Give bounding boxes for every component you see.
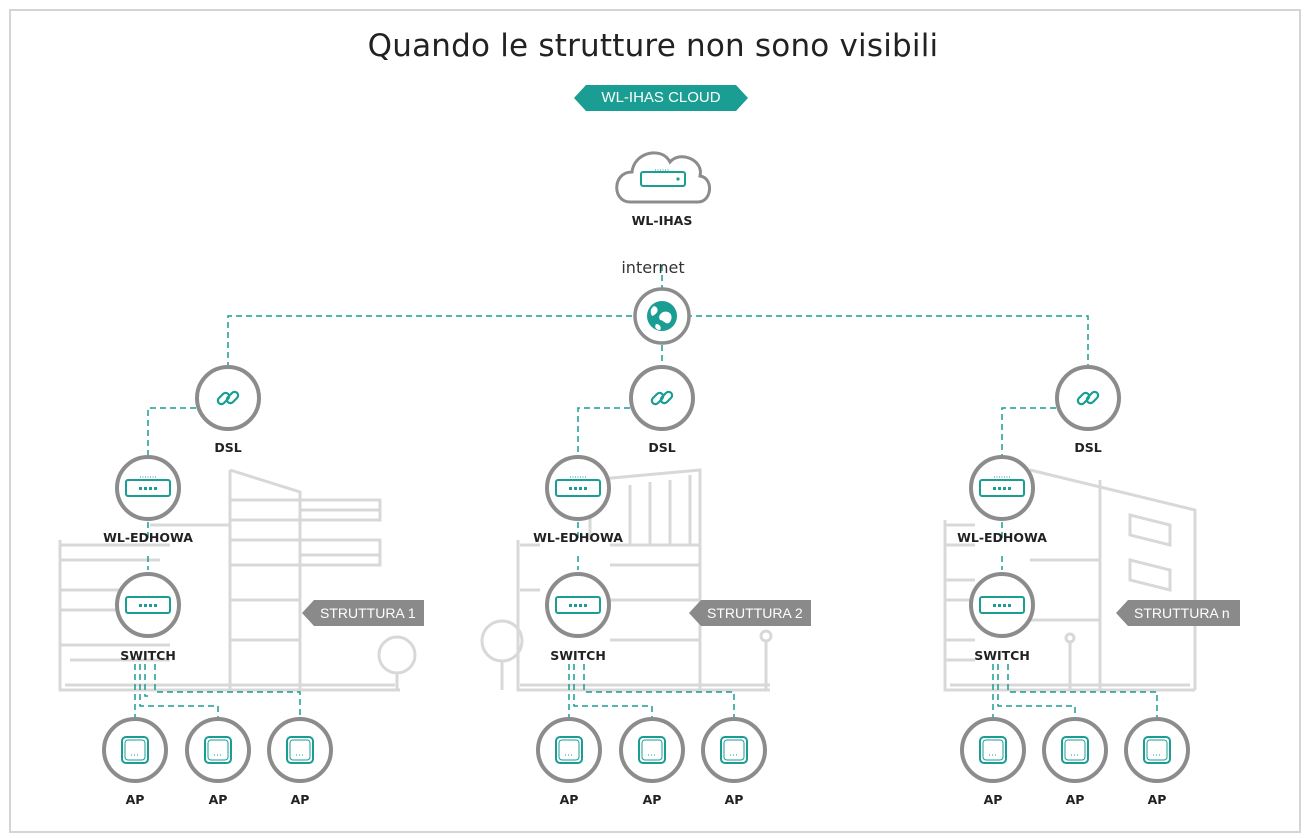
access-point-icon: [102, 717, 168, 783]
access-point-icon: [1042, 717, 1108, 783]
gateway-label-1: WL-EDHOWA: [103, 530, 193, 545]
dsl-label-1: DSL: [214, 440, 242, 455]
structure-tag-3: STRUTTURA n: [1116, 600, 1240, 626]
switch-icon: [115, 572, 181, 638]
structure-tag-2: STRUTTURA 2: [689, 600, 811, 626]
ap-label: AP: [1147, 792, 1167, 807]
dsl-label-3: DSL: [1074, 440, 1102, 455]
ap-label: AP: [125, 792, 145, 807]
structure-tag-1: STRUTTURA 1: [302, 600, 424, 626]
ap-label: AP: [290, 792, 310, 807]
ap-label: AP: [724, 792, 744, 807]
access-point-icon: [267, 717, 333, 783]
access-point-icon: [960, 717, 1026, 783]
switch-icon: [969, 572, 1035, 638]
dsl-link-icon: [629, 365, 695, 431]
internet-globe-icon: [633, 287, 691, 345]
access-point-icon: [536, 717, 602, 783]
dsl-label-2: DSL: [648, 440, 676, 455]
internet-label: internet: [621, 258, 685, 277]
switch-label-2: SWITCH: [550, 648, 606, 663]
access-point-icon: [701, 717, 767, 783]
cloud-server-icon: [615, 151, 711, 204]
connection-lines: [134, 265, 1158, 718]
cloud-banner: WL-IHAS CLOUD: [574, 85, 748, 111]
gateway-router-icon: [969, 455, 1035, 521]
gateway-label-2: WL-EDHOWA: [533, 530, 623, 545]
switch-icon: [545, 572, 611, 638]
access-point-icon: [619, 717, 685, 783]
gateway-router-icon: [115, 455, 181, 521]
dsl-link-icon: [1055, 365, 1121, 431]
gateway-router-icon: [545, 455, 611, 521]
cloud-device-label: WL-IHAS: [631, 213, 693, 228]
ap-label: AP: [1065, 792, 1085, 807]
switch-label-1: SWITCH: [120, 648, 176, 663]
switch-label-3: SWITCH: [974, 648, 1030, 663]
dsl-link-icon: [195, 365, 261, 431]
ap-label: AP: [983, 792, 1003, 807]
ap-label: AP: [559, 792, 579, 807]
ap-label: AP: [208, 792, 228, 807]
access-point-icon: [1124, 717, 1190, 783]
building-1-illustration: [58, 468, 417, 692]
page-title: Quando le strutture non sono visibili: [367, 28, 939, 64]
gateway-label-3: WL-EDHOWA: [957, 530, 1047, 545]
ap-label: AP: [642, 792, 662, 807]
building-3-illustration: [943, 468, 1197, 692]
access-point-icon: [185, 717, 251, 783]
